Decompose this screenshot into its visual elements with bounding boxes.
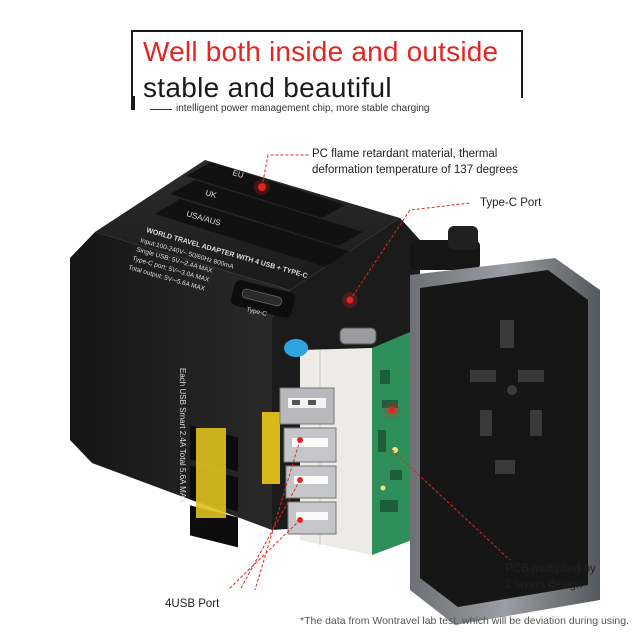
headline-line-2: stable and beautiful (143, 72, 392, 103)
callout-dots (297, 292, 400, 523)
typec-socket (339, 327, 377, 345)
callout-pc-material: PC flame retardant material, thermal def… (312, 146, 518, 178)
callout-typec-port: Type-C Port (480, 197, 542, 209)
subtitle-dash (150, 109, 172, 110)
slider-label-eu: EU (231, 168, 244, 180)
slider-label-uk: UK (204, 188, 218, 200)
callout-pcb-line-2: 2 layers design (505, 579, 583, 591)
headline-frame-corner (131, 96, 135, 110)
callout-pcb-line-1: PCB multiplied by (505, 563, 596, 575)
headline-frame (131, 30, 523, 98)
usb-side-label: Each USB Smart 2.4A Total 5.6A MAX (178, 368, 187, 504)
callout-usb-port: 4USB Port (165, 598, 220, 610)
callout-pcb: PCB multiplied by 2 layers design (505, 561, 596, 593)
typec-printed-label: Type-C (246, 306, 268, 318)
usb-a-ports (279, 387, 337, 535)
typec-port (231, 280, 295, 318)
callout-pc-material-line-2: deformation temperature of 137 degrees (312, 164, 518, 176)
capacitor (284, 339, 308, 357)
universal-socket-faceplate (410, 258, 600, 625)
transformer (196, 412, 280, 518)
headline-line-1: Well both inside and outside (143, 36, 499, 67)
adapter-top-face (95, 160, 400, 290)
footnote: *The data from Wontravel lab test, which… (300, 615, 629, 627)
callout-pc-material-line-1: PC flame retardant material, thermal (312, 148, 498, 160)
callout-lines (227, 154, 511, 591)
headline-subtitle: intelligent power management chip, more … (176, 103, 430, 114)
